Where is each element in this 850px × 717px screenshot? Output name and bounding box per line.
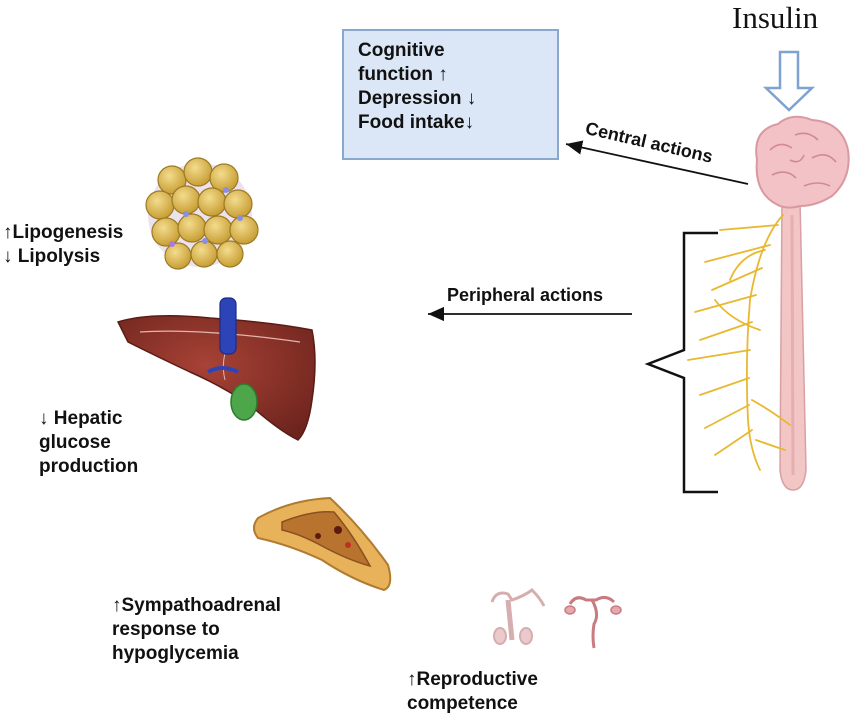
central-effect-line: function ↑ [358, 64, 448, 85]
central-effect-line: Food intake↓ [358, 112, 475, 133]
central-effect-line: Depression ↓ [358, 88, 477, 109]
male-reproductive-icon [490, 588, 546, 645]
brain-icon [755, 115, 850, 209]
peripheral-actions-label: Peripheral actions [447, 285, 604, 305]
adipose-effects-label: ↑Lipogenesis ↓ Lipolysis [3, 221, 123, 269]
adipose-tissue-icon [145, 157, 259, 270]
liver-effects-label: ↓ Hepatic glucose production [39, 407, 138, 479]
central-effect-line: Cognitive [358, 40, 445, 61]
adrenal-effects-label: ↑Sympathoadrenal response to hypoglycemi… [112, 594, 281, 666]
adrenal-gland-icon [253, 496, 392, 592]
down-arrow-icon [762, 50, 816, 112]
insulin-title: Insulin [732, 0, 819, 35]
reproductive-effects-label: ↑Reproductive competence [407, 668, 538, 716]
adrenal-effect-line: ↑Sympathoadrenal [112, 595, 281, 616]
liver-effect-line: ↓ Hepatic [39, 408, 123, 429]
liver-effect-line: production [39, 456, 139, 477]
nerves-icon [687, 214, 791, 471]
adipose-effect-line: ↑Lipogenesis [3, 222, 124, 243]
female-reproductive-icon [564, 595, 622, 649]
central-actions-arrow [565, 140, 749, 185]
adrenal-effect-line: response to [112, 619, 220, 640]
liver-icon [116, 297, 316, 441]
reproductive-effect-line: ↑Reproductive [407, 669, 538, 690]
brace [644, 231, 718, 494]
liver-effect-line: glucose [39, 432, 111, 453]
central-effects-box: Cognitive function ↑ Depression ↓ Food i… [342, 29, 559, 160]
reproductive-effect-line: competence [407, 693, 518, 714]
spinal-cord-icon [779, 199, 807, 491]
adrenal-effect-line: hypoglycemia [112, 643, 239, 664]
adipose-effect-line: ↓ Lipolysis [3, 246, 101, 267]
